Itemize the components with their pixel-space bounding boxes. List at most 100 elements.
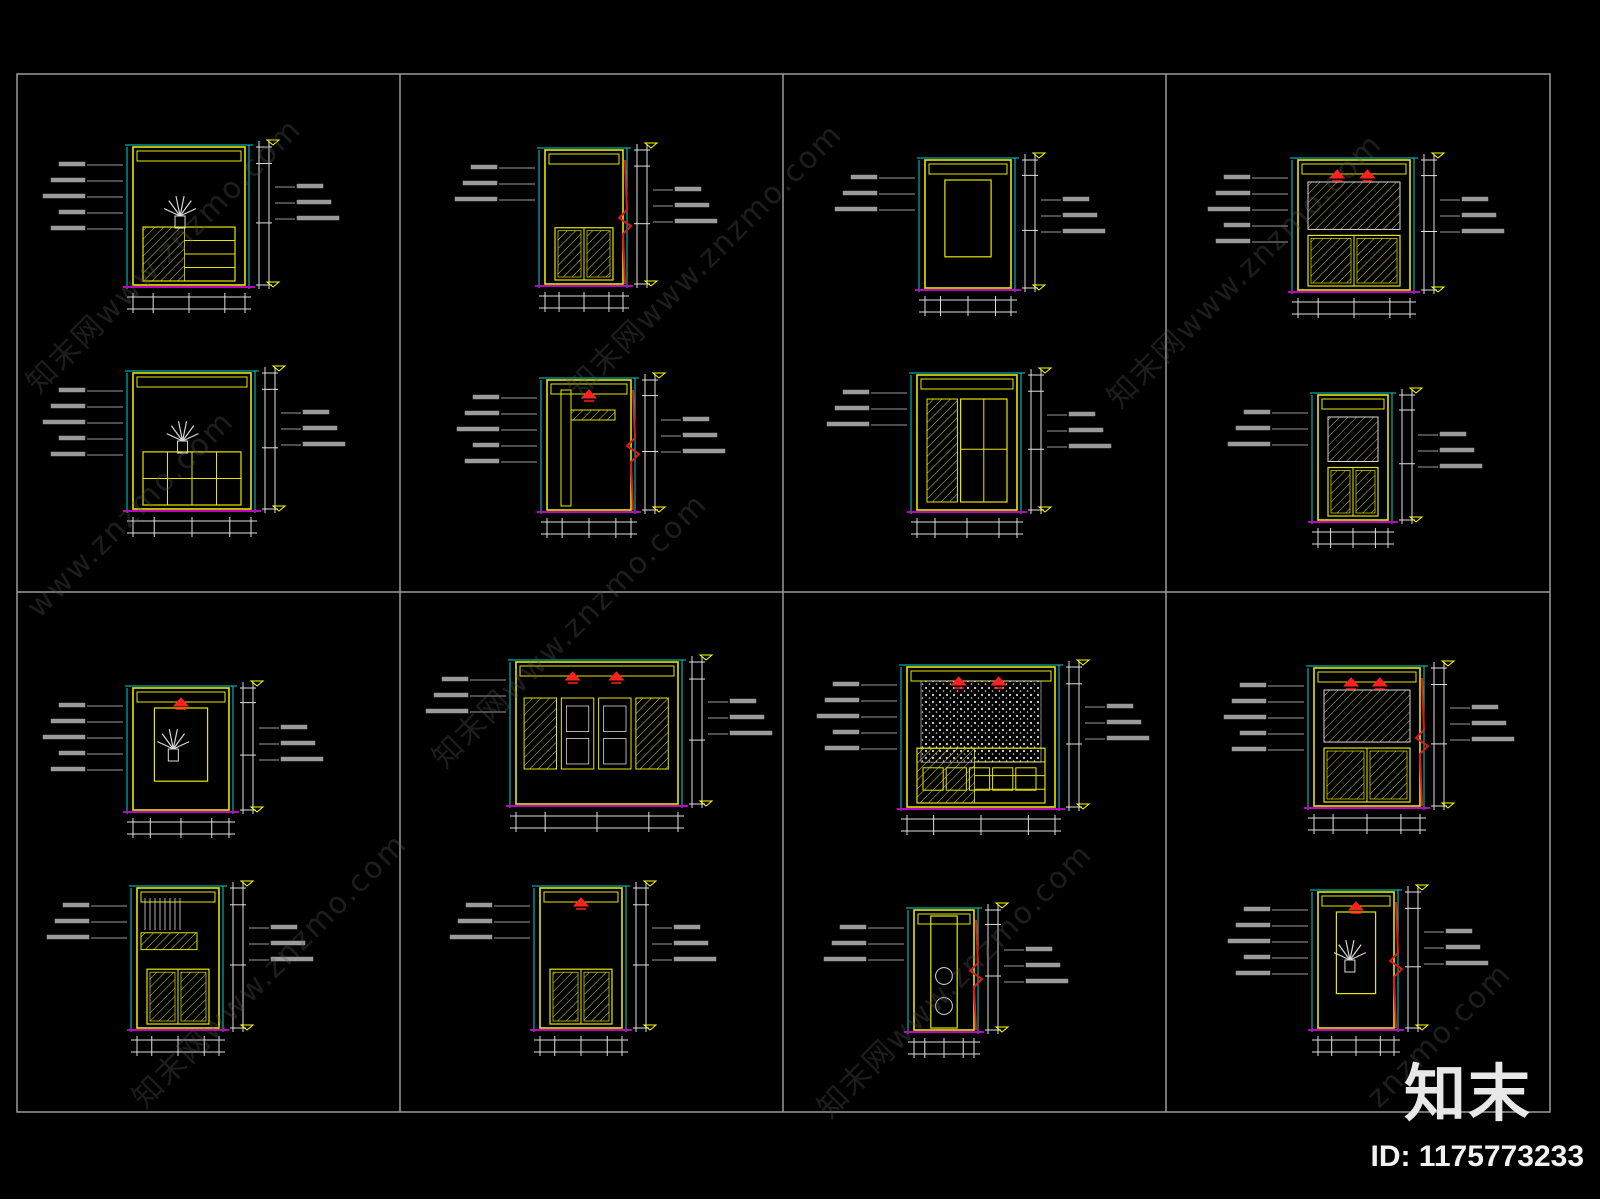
door-panel bbox=[180, 971, 207, 1022]
annotation-text-block bbox=[464, 410, 500, 416]
annotation-text-block bbox=[470, 164, 498, 170]
annotation-text-block bbox=[50, 451, 86, 457]
annotation-text-block bbox=[296, 215, 340, 221]
annotation-text-block bbox=[674, 186, 702, 192]
drawer-front bbox=[992, 767, 1014, 791]
door-panel bbox=[557, 230, 582, 278]
ceiling-soffit bbox=[548, 153, 620, 165]
annotation-text-block bbox=[1223, 174, 1251, 180]
mirror-panel bbox=[1307, 181, 1401, 230]
column-ornament bbox=[935, 997, 953, 1015]
shelf-board bbox=[570, 409, 616, 421]
elevation-panel bbox=[42, 680, 324, 1056]
stone-wall-panel bbox=[920, 680, 1042, 763]
annotation-text-block bbox=[1215, 238, 1251, 244]
lattice-pane bbox=[603, 738, 627, 765]
plant-leaf bbox=[182, 425, 195, 442]
annotation-text-block bbox=[1106, 703, 1134, 709]
elevation-drawing bbox=[46, 880, 314, 1056]
plant-pot bbox=[1344, 959, 1356, 973]
annotation-text-block bbox=[472, 394, 500, 400]
annotation-text-block bbox=[46, 934, 90, 940]
annotation-text-block bbox=[42, 193, 86, 199]
lamp-icon bbox=[564, 671, 581, 681]
lamp-icon bbox=[580, 389, 598, 399]
annotation-text-block bbox=[58, 702, 86, 708]
plant-leaf bbox=[168, 729, 174, 750]
drawer-front bbox=[945, 767, 967, 791]
annotation-text-block bbox=[454, 196, 498, 202]
annotation-text-block bbox=[834, 405, 870, 411]
annotation-text-block bbox=[1239, 730, 1267, 736]
annotation-text-block bbox=[1062, 212, 1098, 218]
lattice-door bbox=[560, 697, 595, 770]
panels-layer bbox=[42, 139, 1515, 1058]
level-marker bbox=[1031, 152, 1047, 159]
plant-leaf bbox=[172, 729, 178, 750]
annotation-text-block bbox=[1223, 222, 1251, 228]
annotation-text-block bbox=[296, 183, 324, 189]
wall-outline bbox=[544, 149, 624, 285]
plant-pot bbox=[174, 215, 186, 229]
elevation-drawing bbox=[456, 372, 726, 538]
annotation-text-block bbox=[58, 161, 86, 167]
annotation-text-block bbox=[729, 730, 773, 736]
lamp-icon bbox=[172, 697, 190, 707]
side-panel bbox=[926, 398, 958, 503]
annotation-text-block bbox=[1227, 441, 1271, 447]
elevation-panel bbox=[454, 142, 726, 538]
annotation-text-block bbox=[1445, 928, 1473, 934]
plant-leaf bbox=[166, 433, 183, 442]
ceiling-soffit bbox=[1317, 671, 1417, 683]
break-line bbox=[617, 159, 633, 285]
level-marker bbox=[271, 505, 287, 512]
level-marker bbox=[651, 372, 667, 379]
wall-outline bbox=[1313, 667, 1421, 807]
ceiling-soffit bbox=[519, 665, 675, 677]
plant-leaf bbox=[181, 421, 188, 442]
ceiling-soffit bbox=[1301, 163, 1407, 175]
elevation-drawing bbox=[834, 152, 1106, 316]
annotation-text-block bbox=[302, 441, 346, 447]
ceiling-soffit bbox=[928, 163, 1008, 175]
plant-leaf bbox=[182, 433, 199, 442]
plant-leaf bbox=[1349, 944, 1362, 961]
annotation-text-block bbox=[729, 698, 757, 704]
plant-leaf bbox=[161, 733, 174, 750]
annotation-text-block bbox=[280, 756, 324, 762]
annotation-text-block bbox=[824, 697, 860, 703]
annotation-text-block bbox=[441, 676, 469, 682]
annotation-text-block bbox=[449, 934, 493, 940]
annotation-text-block bbox=[433, 692, 469, 698]
ceiling-soffit bbox=[140, 891, 216, 903]
level-marker bbox=[1075, 659, 1091, 666]
elevation-drawing bbox=[42, 139, 340, 313]
elevation-drawing bbox=[1223, 660, 1515, 834]
annotation-text-block bbox=[1062, 228, 1106, 234]
annotation-text-block bbox=[270, 924, 298, 930]
annotation-text-block bbox=[50, 177, 86, 183]
annotation-text-block bbox=[302, 425, 338, 431]
annotation-text-block bbox=[62, 902, 90, 908]
level-marker bbox=[698, 654, 714, 661]
wall-niche bbox=[153, 707, 209, 782]
plant-leaf bbox=[179, 196, 185, 217]
level-marker bbox=[239, 1024, 255, 1031]
plant-pot bbox=[167, 748, 179, 762]
plant-leaf bbox=[177, 421, 184, 442]
annotation-text-block bbox=[1471, 720, 1507, 726]
mirror-panel bbox=[1323, 689, 1411, 743]
annotation-text-block bbox=[842, 389, 870, 395]
wall-outline bbox=[132, 372, 252, 510]
mirror-panel bbox=[1327, 416, 1379, 462]
break-line bbox=[625, 389, 641, 511]
lamp-icon bbox=[1347, 901, 1365, 911]
annotation-text-block bbox=[1025, 978, 1069, 984]
drawer-front bbox=[922, 767, 944, 791]
level-marker bbox=[643, 142, 659, 149]
annotation-text-block bbox=[1068, 443, 1112, 449]
wall-outline bbox=[1317, 394, 1389, 521]
lattice-pane bbox=[565, 738, 590, 765]
annotation-text-block bbox=[58, 387, 86, 393]
